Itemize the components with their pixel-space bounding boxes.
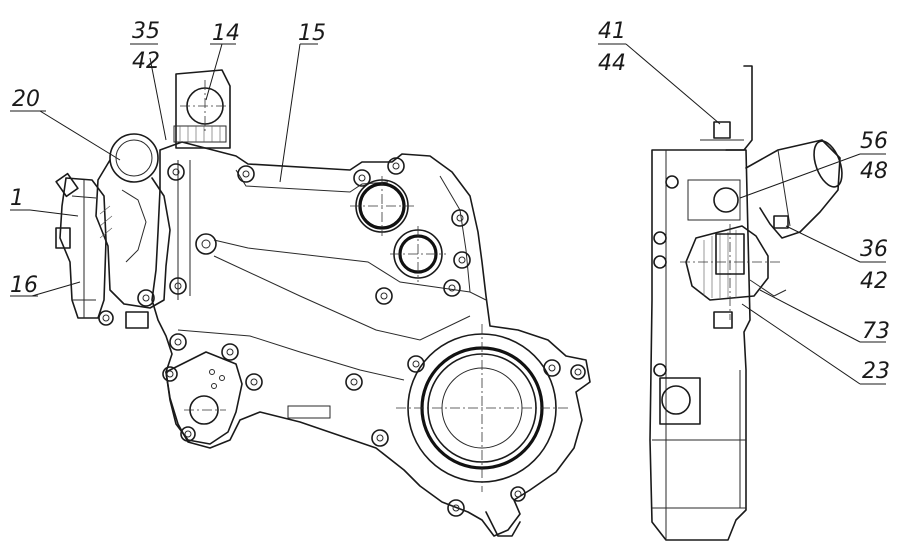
dot-b xyxy=(219,375,225,381)
side-flange xyxy=(59,177,107,319)
bottom-slot xyxy=(287,405,331,419)
callout-16: 16 xyxy=(10,273,38,298)
lower-left-boss xyxy=(165,351,243,445)
vertical-rib xyxy=(177,160,191,300)
side-view xyxy=(649,65,843,541)
side-pocket xyxy=(687,179,741,221)
callout-42-right: 42 xyxy=(860,269,888,294)
diagonal-rib xyxy=(213,255,471,341)
side-boss xyxy=(659,377,701,425)
sensor-plug xyxy=(55,172,79,198)
housing-inner xyxy=(121,189,147,263)
elbow-mouth xyxy=(813,140,843,188)
lower-rib xyxy=(177,329,405,381)
cover-outline xyxy=(151,141,591,537)
bracket-14 xyxy=(175,69,231,149)
flange-lines xyxy=(71,180,97,318)
side-hole-5 xyxy=(653,363,667,377)
callouts: 20 1 16 35 42 14 15 41 44 56 48 36 42 73… xyxy=(10,19,890,384)
dot-a xyxy=(209,369,215,375)
mid-rib xyxy=(213,239,487,301)
thermostat-housing xyxy=(95,159,171,309)
callout-35: 35 xyxy=(132,19,160,44)
callout-42-left: 42 xyxy=(132,49,160,74)
bracket-base xyxy=(173,125,227,143)
side-hole-2 xyxy=(665,175,679,189)
front-view xyxy=(55,69,591,537)
outlet-pipe-inner xyxy=(115,139,153,177)
callout-36: 36 xyxy=(860,237,888,262)
lower-nut xyxy=(125,311,149,329)
bolt-holes xyxy=(98,157,586,517)
side-hole-3 xyxy=(653,231,667,245)
callout-56: 56 xyxy=(860,129,888,154)
side-nut xyxy=(713,311,733,329)
right-rib xyxy=(439,175,471,293)
callout-15: 15 xyxy=(298,21,326,46)
leaders xyxy=(10,43,886,385)
side-hole-1 xyxy=(713,187,739,213)
thermostat-body xyxy=(685,225,769,301)
callout-23: 23 xyxy=(862,359,890,384)
callout-48: 48 xyxy=(860,159,888,184)
elbow-bolt xyxy=(773,215,789,229)
outlet-pipe xyxy=(109,133,159,183)
upper-rib xyxy=(235,169,389,193)
elbow-pipe xyxy=(745,139,841,239)
callout-44: 44 xyxy=(598,51,626,76)
top-bolt xyxy=(713,121,731,139)
side-hole-4 xyxy=(653,255,667,269)
thermostat-lever xyxy=(749,279,787,297)
elbow-seam xyxy=(777,149,791,227)
callout-20: 20 xyxy=(12,87,40,112)
side-boss-hole xyxy=(661,385,691,415)
callout-73: 73 xyxy=(862,319,890,344)
lower-tab xyxy=(485,511,521,537)
thermostat-coils xyxy=(703,230,737,298)
hatch-left xyxy=(99,205,113,239)
top-rod xyxy=(725,65,753,151)
flange-bolt xyxy=(55,227,71,249)
bracket-teeth xyxy=(179,126,221,142)
callout-14: 14 xyxy=(212,21,240,46)
side-outline xyxy=(649,149,751,541)
callout-41: 41 xyxy=(598,19,626,44)
callout-1: 1 xyxy=(10,186,24,211)
dot-c xyxy=(211,383,217,389)
